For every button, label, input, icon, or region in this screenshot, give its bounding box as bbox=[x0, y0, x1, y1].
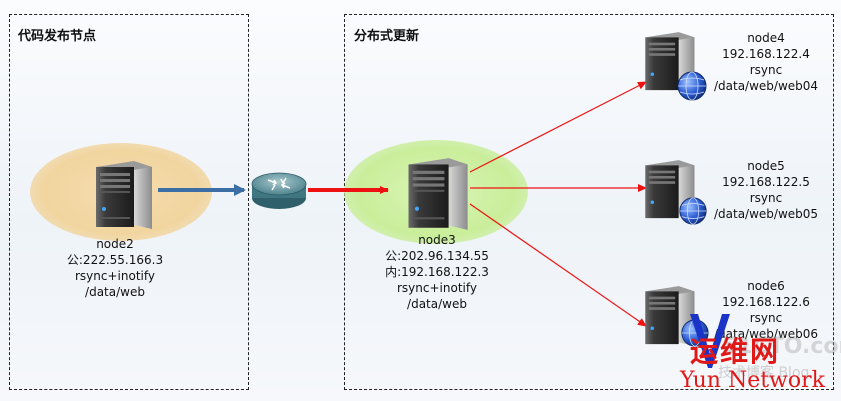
node4-name: node4 bbox=[747, 31, 785, 45]
target-group-frame: 分布式更新 bbox=[344, 14, 834, 390]
watermark-faded-blog: 技术博客 Blog bbox=[718, 365, 810, 381]
node5-service: rsync bbox=[749, 191, 783, 205]
node3-private-ip: 内:192.168.122.3 bbox=[385, 265, 489, 279]
source-group-frame: 代码发布节点 bbox=[9, 14, 249, 390]
node6-label: node6 192.168.122.6 rsync /data/web/web0… bbox=[706, 278, 826, 342]
node4-globe-icon bbox=[676, 70, 708, 102]
node6-name: node6 bbox=[747, 279, 785, 293]
node3-service: rsync+inotify bbox=[397, 281, 477, 295]
edge-node3-node4 bbox=[469, 81, 647, 173]
target-group-title: 分布式更新 bbox=[354, 29, 420, 44]
node2-server-icon bbox=[90, 159, 156, 231]
watermark-subtitle: Yun Network bbox=[680, 368, 825, 393]
router-icon bbox=[250, 170, 308, 212]
node5-path: /data/web/web05 bbox=[713, 207, 819, 221]
node2-name: node2 bbox=[96, 237, 134, 251]
watermark-faded-site: 51CTO.com bbox=[722, 334, 841, 359]
node4-label: node4 192.168.122.4 rsync /data/web/web0… bbox=[706, 30, 826, 94]
node2-public-ip: 公:222.55.166.3 bbox=[66, 253, 164, 267]
node3-path: /data/web bbox=[407, 297, 467, 311]
node2-path: /data/web bbox=[85, 285, 145, 299]
node4-ip: 192.168.122.4 bbox=[722, 47, 810, 61]
node6-service: rsync bbox=[749, 311, 783, 325]
node5-ip: 192.168.122.5 bbox=[722, 175, 810, 189]
node4-service: rsync bbox=[749, 63, 783, 77]
watermark-v-logo bbox=[688, 310, 732, 370]
source-group-title: 代码发布节点 bbox=[18, 29, 97, 44]
node4-path: /data/web/web04 bbox=[713, 79, 819, 93]
node2-label: node2 公:222.55.166.3 rsync+inotify /data… bbox=[60, 236, 170, 300]
node5-name: node5 bbox=[747, 159, 785, 173]
node5-globe-icon bbox=[678, 196, 708, 226]
node3-public-ip: 公:202.96.134.55 bbox=[385, 249, 489, 263]
node2-service: rsync+inotify bbox=[75, 269, 155, 283]
edge-node3-node6 bbox=[469, 203, 647, 327]
watermark-title: 运维网 bbox=[690, 335, 781, 368]
node6-ip: 192.168.122.6 bbox=[722, 295, 810, 309]
node3-label: node3 公:202.96.134.55 内:192.168.122.3 rs… bbox=[372, 232, 502, 312]
node5-label: node5 192.168.122.5 rsync /data/web/web0… bbox=[706, 158, 826, 222]
node3-name: node3 bbox=[418, 233, 456, 247]
node6-path: /data/web/web06 bbox=[713, 327, 819, 341]
node3-server-icon bbox=[402, 156, 472, 232]
